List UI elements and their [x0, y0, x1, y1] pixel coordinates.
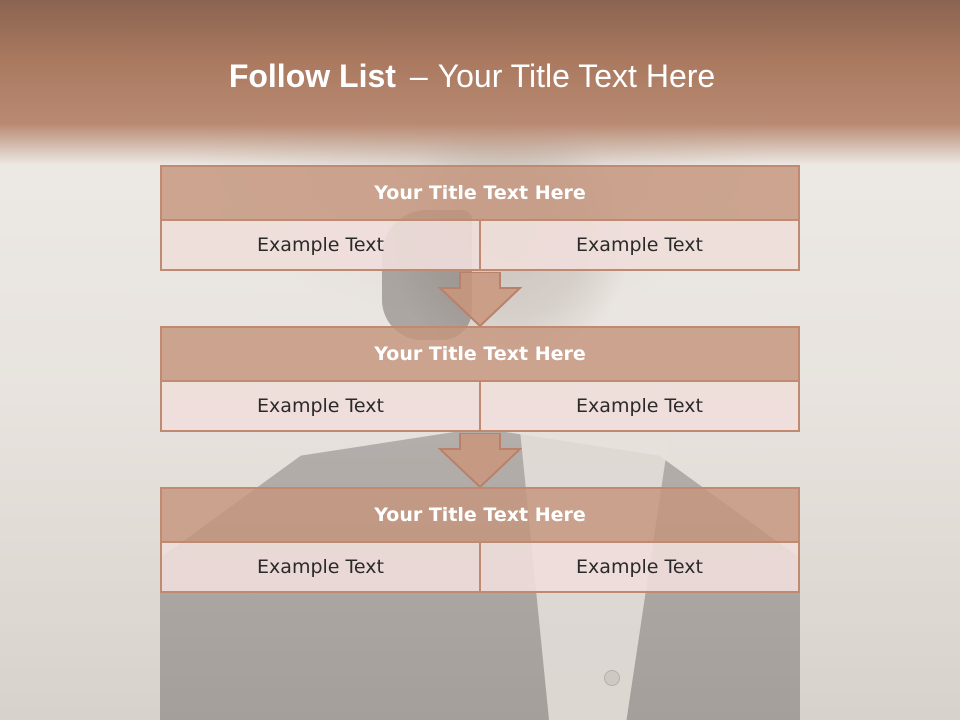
block-cell-right: Example Text: [479, 382, 800, 432]
slide-title-bold: Follow List: [228, 58, 396, 94]
block-title: Your Title Text Here: [160, 487, 800, 543]
block-cell-left: Example Text: [160, 382, 481, 432]
down-arrow-icon: [438, 272, 522, 328]
slide-title-dash: –: [409, 58, 428, 94]
follow-block-2: Your Title Text Here Example Text Exampl…: [160, 326, 800, 432]
follow-block-1: Your Title Text Here Example Text Exampl…: [160, 165, 800, 271]
block-row: Example Text Example Text: [160, 382, 800, 432]
block-cell-left: Example Text: [160, 221, 481, 271]
block-title: Your Title Text Here: [160, 165, 800, 221]
block-cell-right: Example Text: [479, 221, 800, 271]
background-shirt-button: [604, 670, 620, 686]
block-cell-right: Example Text: [479, 543, 800, 593]
slide-title: Follow List–Your Title Text Here: [0, 56, 944, 96]
block-row: Example Text Example Text: [160, 543, 800, 593]
header-band: [0, 0, 960, 165]
down-arrow-icon: [438, 433, 522, 489]
follow-block-3: Your Title Text Here Example Text Exampl…: [160, 487, 800, 593]
block-cell-left: Example Text: [160, 543, 481, 593]
slide-title-rest: Your Title Text Here: [437, 58, 716, 94]
block-title: Your Title Text Here: [160, 326, 800, 382]
block-row: Example Text Example Text: [160, 221, 800, 271]
